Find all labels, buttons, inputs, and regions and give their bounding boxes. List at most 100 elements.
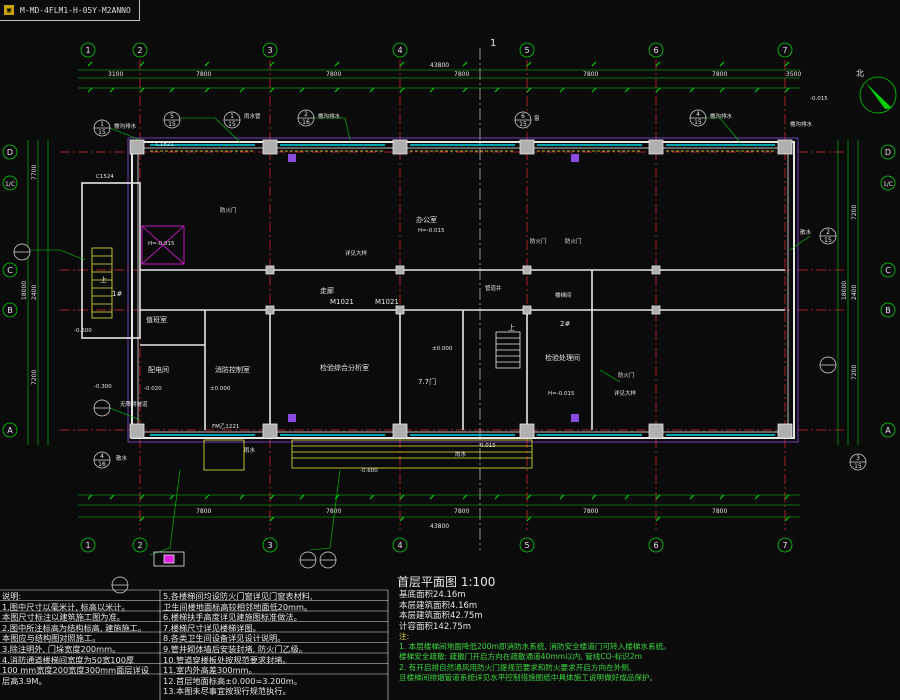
- elev-11: -0.600: [74, 328, 92, 334]
- callout-4-bot: 16: [302, 119, 310, 126]
- dim-top-6: 7800: [712, 71, 727, 78]
- drawing-tab[interactable]: ▣ M-MD-4FLM1-H-05Y-M2ANNO: [0, 0, 140, 21]
- area-stats: 基底面积24.16m 本层建筑面积4.16m 本层建筑面积42.75m 计容面积…: [399, 590, 483, 632]
- internal-walls: [140, 269, 785, 430]
- note-mid-9: 13.本图未尽事宜按现行规范执行。: [163, 686, 291, 697]
- elev-7: H=-0.015: [548, 391, 575, 397]
- note-mid-0: 5.各楼梯间均设防火门窗详见门窗表材料,: [163, 591, 313, 601]
- axis-top-6: 6: [653, 46, 658, 55]
- callout-7-top: 2: [826, 229, 830, 236]
- elev-8: ±0.000: [210, 386, 231, 392]
- windows-top: [150, 144, 775, 436]
- axis-right-c: C: [885, 266, 891, 275]
- annotations-small: 檐沟排水 檐沟排水 檐沟排水 檐沟排水 雨水管 窗 防火门 防火门 防火门 防火…: [96, 112, 813, 462]
- note-mid-6: 10.管道穿楼板处按规范要求封堵。: [163, 654, 291, 665]
- stat-3: 计容面积142.75m: [399, 621, 472, 632]
- room-1: 1#: [112, 290, 122, 298]
- elevator: [141, 225, 185, 265]
- insulation-outline: [127, 137, 799, 443]
- dim-bottom-4: 7800: [583, 508, 598, 515]
- dim-left-1: 7700: [31, 165, 38, 180]
- dim-top-2: 7800: [196, 71, 211, 78]
- label-up-right: 上: [508, 323, 515, 332]
- room-small1: 配电间: [148, 365, 169, 374]
- axis-labels: 1 2 3 4 5 6 7 1 2 3 4 5 6 7 D 1/C C B A …: [5, 46, 893, 550]
- axis-top-7: 7: [782, 46, 787, 55]
- note-mid-7: 11.室内外高差300mm。: [163, 665, 257, 676]
- elev-9: -0.600: [360, 468, 378, 474]
- axis-bottom-2: 2: [137, 541, 142, 550]
- notes-mid: 5.各楼梯间均设防火门窗详见门窗表材料, 卫生间楼地面标高较相邻地面低20mm。…: [163, 591, 388, 697]
- stat-1: 本层建筑面积4.16m: [399, 600, 478, 611]
- label-m2: M1021: [375, 298, 399, 306]
- left-wing: [81, 182, 141, 339]
- remark-2: 2. 有开启排自然通风用防火门提规范要求和防火要求开启方向在外侧,: [399, 662, 632, 672]
- elev-4: -0.020: [144, 386, 162, 392]
- north-door-symbol: [153, 551, 185, 567]
- dim-bottom-1: 7800: [196, 508, 211, 515]
- anno-cornice-3: 檐沟排水: [710, 112, 733, 120]
- callout-7-bot: 15: [824, 237, 832, 244]
- callout-4-top: 2: [304, 111, 308, 118]
- axis-left-a: A: [7, 426, 13, 435]
- axis-right-a: A: [885, 426, 891, 435]
- axis-bottom-7: 7: [782, 541, 787, 550]
- dim-left-2: 2400: [31, 285, 38, 300]
- axis-right-1c: 1/C: [883, 181, 893, 188]
- stair-right: [495, 331, 521, 369]
- dim-overall-top: 43800: [430, 62, 449, 69]
- elev-10: -0.015: [810, 96, 828, 102]
- note-mid-1: 卫生间楼地面标高较相邻地面低20mm。: [163, 601, 313, 612]
- dim-bottom-5: 7800: [712, 508, 727, 515]
- elev-2: H=-0.015: [418, 228, 445, 234]
- dim-right-3: 7200: [851, 365, 858, 380]
- dim-right-2: 2400: [851, 285, 858, 300]
- anno-stair: 楼梯间: [555, 291, 572, 299]
- anno-drain-2: 雨水: [244, 446, 256, 454]
- axis-lines: [60, 60, 845, 530]
- dim-top-4: 7800: [454, 71, 469, 78]
- callout-2-top: 5: [170, 113, 174, 120]
- elev-5: -0.300: [94, 384, 112, 390]
- axis-bottom-3: 3: [267, 541, 272, 550]
- axis-top-4: 4: [397, 46, 402, 55]
- axis-top-5: 5: [524, 46, 529, 55]
- callout-5-bot: 15: [519, 121, 527, 128]
- file-icon: ▣: [4, 5, 14, 15]
- dim-right-4: 18000: [841, 281, 848, 300]
- callout-1-top: 1: [100, 121, 104, 128]
- dim-bottom-2: 7800: [326, 508, 341, 515]
- room-main-hall: 检验综合分析室: [320, 363, 369, 372]
- dimension-lines: [27, 69, 859, 518]
- room-right: 检验处理间: [545, 353, 580, 362]
- anno-drain-3: 散水: [800, 228, 812, 236]
- note-mid-2: 6.楼梯扶手高度详见建施图标准做法。: [163, 612, 302, 623]
- note-mid-5: 9.管井砌体墙后安装封堵, 防火门乙级。: [163, 643, 308, 654]
- note-left-0: 说明:: [2, 591, 22, 601]
- anno-ramp: 无障碍坡道: [120, 400, 148, 408]
- room-labels: 1# 2# 走廊 7.7门 检验综合分析室 检验处理间 配电间 消防控制室 值班…: [100, 215, 580, 386]
- dim-top-1: 3100: [108, 71, 123, 78]
- entrance-steps: [203, 439, 533, 471]
- anno-cornice-1: 檐沟排水: [114, 122, 137, 130]
- notes-left: 说明: 1.图中尺寸以毫米计, 标高以米计。 本图尺寸标注以建筑施工图为准。 2…: [2, 591, 160, 686]
- elev-3: ±0.000: [432, 346, 453, 352]
- remarks-heading: 注:: [399, 632, 410, 641]
- dim-left-4: 18000: [21, 281, 28, 300]
- leader-lines: [30, 117, 811, 556]
- section-mark: 1: [490, 38, 496, 49]
- callout-3-top: 1: [230, 113, 234, 120]
- anno-detail-2: 详见大样: [614, 389, 637, 397]
- label-up-left: 上: [100, 275, 107, 284]
- label-m1: M1021: [330, 298, 354, 306]
- anno-cornice-4: 檐沟排水: [790, 120, 813, 128]
- anno-fire-door-2: 防火门: [530, 237, 547, 245]
- dim-top-5: 7800: [583, 71, 598, 78]
- drain-fixtures: [288, 154, 579, 422]
- anno-fm: FM乙1221: [212, 423, 239, 430]
- callout-9-top: 3: [856, 455, 860, 462]
- anno-detail-1: 详见大样: [345, 249, 368, 257]
- anno-window: 窗: [534, 114, 540, 122]
- note-left-8: 层高3.9M。: [2, 675, 47, 686]
